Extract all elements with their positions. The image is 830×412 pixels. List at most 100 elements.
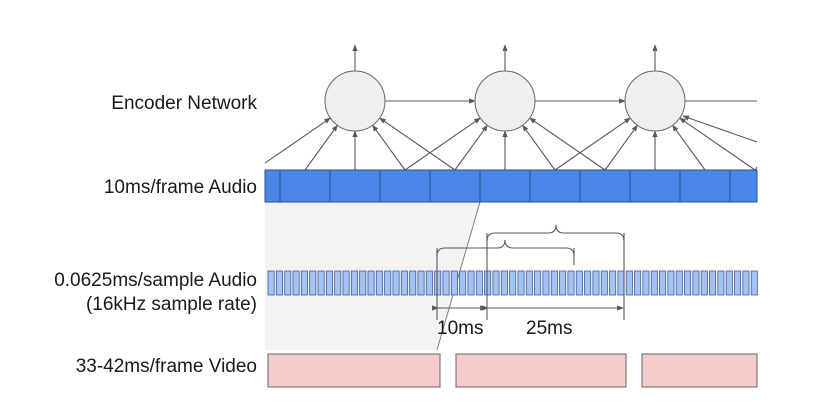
encoder-network-label: Encoder Network <box>111 93 257 114</box>
audio-sample <box>659 270 667 296</box>
audio-sample <box>584 270 592 296</box>
input-arrow <box>604 124 638 171</box>
audio-frame <box>329 169 381 203</box>
window-size-label: 25ms <box>526 318 573 339</box>
audio-sample <box>717 270 725 296</box>
video-frame <box>641 353 758 388</box>
audio-frame <box>264 169 281 203</box>
audio-sample <box>467 270 475 296</box>
input-arrow <box>522 124 556 171</box>
audio-sample <box>459 270 467 296</box>
audio-sample <box>650 270 658 296</box>
encoder-edges <box>264 44 758 171</box>
audio-frame <box>629 169 681 203</box>
audio-sample <box>600 270 608 296</box>
audio-frame <box>529 169 581 203</box>
audio-sample <box>525 270 533 296</box>
audio-frame <box>429 169 481 203</box>
window-1-brace <box>436 239 575 257</box>
audio-sample <box>675 270 683 296</box>
audio-sample-strip <box>267 270 758 296</box>
audio-sample <box>559 270 567 296</box>
audio-sample <box>725 270 733 296</box>
audio-sample <box>642 270 650 296</box>
input-arrow <box>529 117 606 171</box>
input-arrow <box>264 117 331 164</box>
audio-sample <box>450 270 458 296</box>
input-arrow <box>672 124 706 171</box>
audio-sample <box>284 270 292 296</box>
video-frame <box>455 353 627 388</box>
audio-sample <box>309 270 317 296</box>
audio-sample <box>625 270 633 296</box>
input-arrow <box>304 124 338 171</box>
audio-sample <box>567 270 575 296</box>
video-frame-strip <box>267 353 758 388</box>
audio-sample <box>709 270 717 296</box>
audio-sample <box>425 270 433 296</box>
audio-sample <box>359 270 367 296</box>
audio-frame <box>729 169 758 203</box>
input-arrow <box>379 117 456 171</box>
encoder-node <box>474 70 536 132</box>
input-arrow <box>454 124 488 171</box>
audio-sample <box>367 270 375 296</box>
input-arrow <box>372 124 406 171</box>
audio-sample <box>750 270 758 296</box>
audio-sample-label-line2: (16kHz sample rate) <box>85 294 257 315</box>
encoder-node <box>624 70 686 132</box>
window-2-brace <box>486 224 625 242</box>
audio-sample <box>667 270 675 296</box>
video-frame <box>267 353 441 388</box>
audio-sample <box>550 270 558 296</box>
audio-frame <box>379 169 431 203</box>
audio-sample <box>500 270 508 296</box>
input-arrow <box>682 115 758 143</box>
audio-sample <box>417 270 425 296</box>
audio-frame <box>479 169 531 203</box>
audio-sample <box>542 270 550 296</box>
audio-sample <box>700 270 708 296</box>
audio-sample <box>409 270 417 296</box>
audio-sample <box>442 270 450 296</box>
audio-sample <box>634 270 642 296</box>
audio-sample <box>392 270 400 296</box>
audio-sample <box>292 270 300 296</box>
audio-sample <box>484 270 492 296</box>
audio-sample <box>734 270 742 296</box>
audio-sample <box>342 270 350 296</box>
audio-sample <box>384 270 392 296</box>
audio-sample <box>434 270 442 296</box>
audio-sample <box>492 270 500 296</box>
audio-sample <box>684 270 692 296</box>
video-frame-label: 33-42ms/frame Video <box>75 356 257 377</box>
audio-sample <box>317 270 325 296</box>
audio-frame-strip <box>264 169 758 203</box>
audio-sample <box>375 270 383 296</box>
audio-frame <box>679 169 731 203</box>
audio-sample <box>325 270 333 296</box>
audio-sample <box>517 270 525 296</box>
audio-sample <box>742 270 750 296</box>
audio-frame <box>279 169 331 203</box>
encoder-node <box>324 70 386 132</box>
audio-sample <box>300 270 308 296</box>
audio-sample <box>267 270 275 296</box>
input-arrow <box>554 117 631 171</box>
audio-sample <box>400 270 408 296</box>
audio-sample <box>275 270 283 296</box>
audio-sample <box>592 270 600 296</box>
audio-sample <box>534 270 542 296</box>
hop-size-label: 10ms <box>437 318 484 339</box>
input-arrow <box>679 117 756 171</box>
encoder-nodes <box>324 70 686 132</box>
window-dimension-markers <box>432 224 625 320</box>
audio-sample <box>475 270 483 296</box>
audio-sample <box>509 270 517 296</box>
audio-sample <box>617 270 625 296</box>
audio-sample <box>692 270 700 296</box>
audio-sample <box>334 270 342 296</box>
audio-sample <box>609 270 617 296</box>
